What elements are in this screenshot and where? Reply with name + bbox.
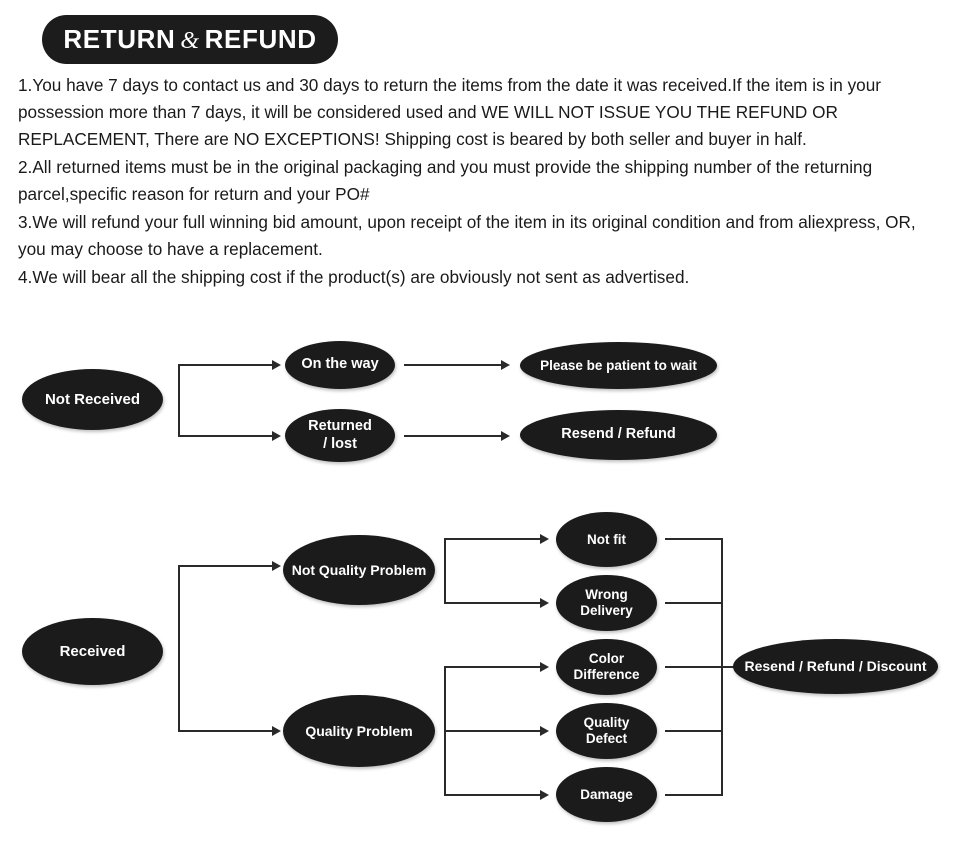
- page-header-badge: RETURN&REFUND: [42, 15, 338, 64]
- node-color-difference: Color Difference: [556, 639, 657, 695]
- connector-received-to-quality: [178, 730, 273, 732]
- arrowhead-to-not-quality: [272, 561, 281, 571]
- node-resend-refund-discount: Resend / Refund / Discount: [733, 639, 938, 694]
- connector-wrong-delivery-to-merge: [665, 602, 723, 604]
- connector-color-difference-to-merge: [665, 666, 723, 668]
- node-please-be-patient: Please be patient to wait: [520, 342, 717, 389]
- node-wrong-delivery: Wrong Delivery: [556, 575, 657, 631]
- arrowhead-to-not-fit: [540, 534, 549, 544]
- connector-damage-to-merge: [665, 794, 723, 796]
- node-quality-defect: Quality Defect: [556, 703, 657, 759]
- arrowhead-to-ontheway: [272, 360, 281, 370]
- policy-item-3: 3.We will refund your full winning bid a…: [18, 212, 916, 259]
- node-damage: Damage: [556, 767, 657, 822]
- arrowhead-to-color-difference: [540, 662, 549, 672]
- node-returned-lost: Returned / lost: [285, 409, 395, 462]
- connector-merge-to-final: [721, 666, 743, 668]
- connector-quality-to-damage: [444, 794, 541, 796]
- arrowhead-to-wait: [501, 360, 510, 370]
- title-ampersand: &: [180, 28, 200, 54]
- arrowhead-to-resend: [501, 431, 510, 441]
- policy-item-4: 4.We will bear all the shipping cost if …: [18, 267, 690, 287]
- policy-text-block: 1.You have 7 days to contact us and 30 d…: [18, 72, 948, 292]
- connector-received-to-not-quality: [178, 565, 273, 567]
- title-return-word: RETURN: [63, 24, 176, 54]
- connector-not-fit-to-merge: [665, 538, 723, 540]
- connector-ontheway-to-wait: [404, 364, 502, 366]
- connector-not-received-to-ontheway: [178, 364, 273, 366]
- node-not-received: Not Received: [22, 369, 163, 430]
- arrowhead-to-quality-defect: [540, 726, 549, 736]
- connector-quality-defect-to-merge: [665, 730, 723, 732]
- connector-received-bus: [178, 565, 180, 732]
- arrowhead-to-damage: [540, 790, 549, 800]
- arrowhead-to-wrong-delivery: [540, 598, 549, 608]
- connector-not-quality-bus: [444, 538, 446, 604]
- node-not-quality-problem: Not Quality Problem: [283, 535, 435, 605]
- node-not-fit: Not fit: [556, 512, 657, 567]
- arrowhead-to-returned: [272, 431, 281, 441]
- arrowhead-to-quality: [272, 726, 281, 736]
- policy-item-2: 2.All returned items must be in the orig…: [18, 157, 873, 204]
- policy-item-1: 1.You have 7 days to contact us and 30 d…: [18, 75, 882, 149]
- node-on-the-way: On the way: [285, 341, 395, 389]
- connector-not-received-bus: [178, 364, 180, 437]
- page-title: RETURN&REFUND: [63, 24, 316, 55]
- connector-quality-to-quality-defect: [444, 730, 541, 732]
- node-received: Received: [22, 618, 163, 685]
- title-refund-word: REFUND: [204, 24, 317, 54]
- connector-not-received-to-returned: [178, 435, 273, 437]
- connector-not-quality-to-not-fit: [444, 538, 541, 540]
- connector-returned-to-resend: [404, 435, 502, 437]
- connector-quality-to-color-difference: [444, 666, 541, 668]
- node-quality-problem: Quality Problem: [283, 695, 435, 767]
- node-resend-refund: Resend / Refund: [520, 410, 717, 460]
- connector-not-quality-to-wrong-delivery: [444, 602, 541, 604]
